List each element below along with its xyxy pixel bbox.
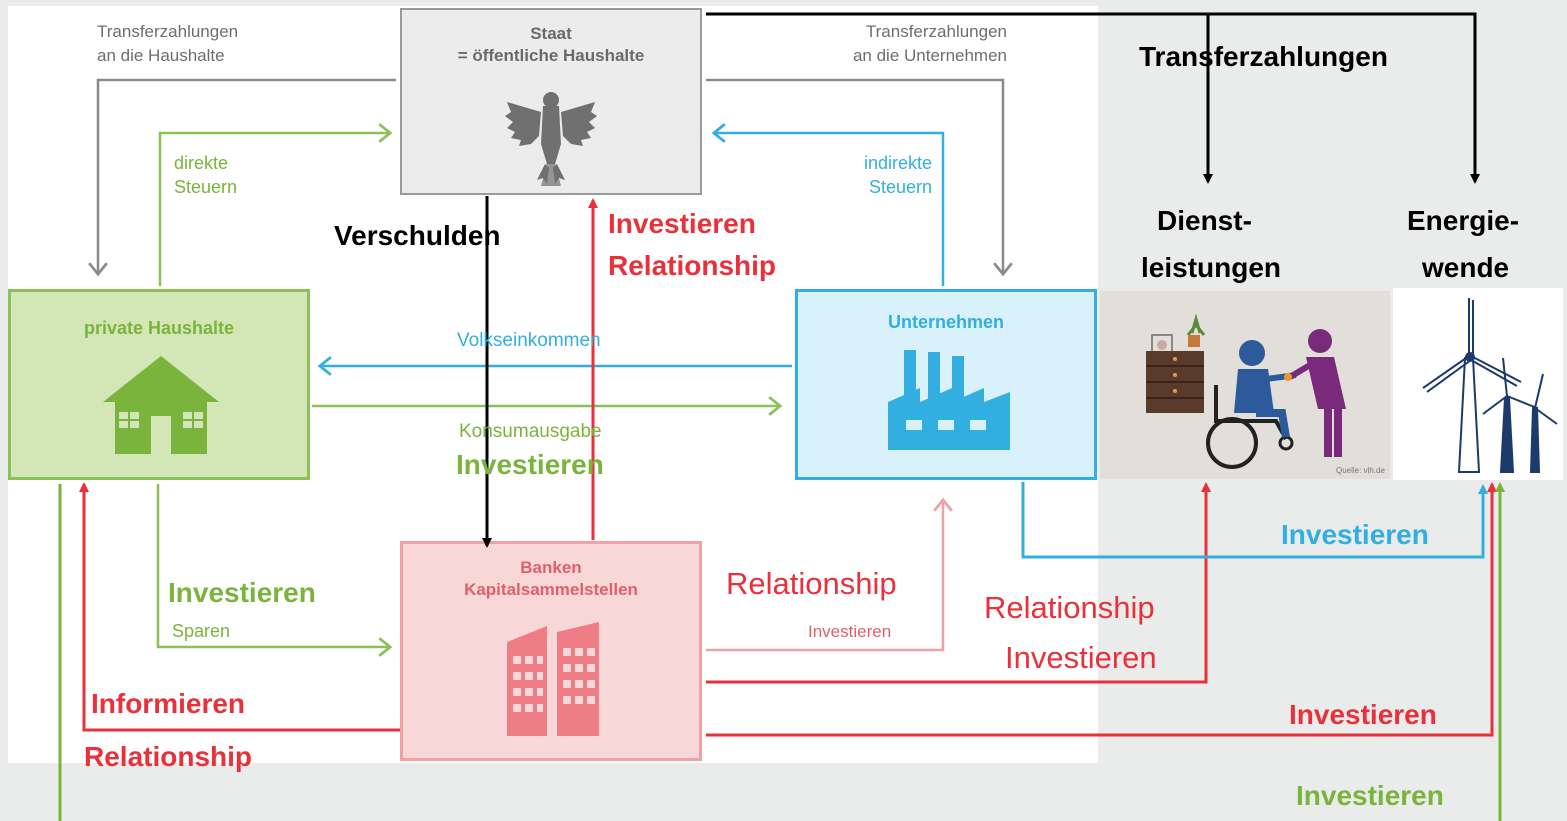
- investieren-dienst-label: Investieren: [1005, 640, 1157, 675]
- arrow-indirekte-steuern: [711, 123, 945, 286]
- wind-turbine-icon: [1422, 298, 1558, 473]
- haushalte-title: private Haushalte: [83, 318, 235, 338]
- indirekte-label-1: indirekte: [863, 153, 932, 173]
- staat-subtitle: = öffentliche Haushalte: [457, 46, 645, 65]
- quelle-label: Quelle: vlh.de: [1336, 466, 1385, 475]
- konsumausgabe-label: Konsumausgabe: [459, 421, 602, 442]
- investieren-green-bottom-label: Investieren: [1296, 780, 1444, 811]
- staat-title: Staat: [530, 24, 572, 43]
- relationship-red-top-label: Relationship: [608, 250, 777, 281]
- investieren-small-label: Investieren: [808, 622, 892, 641]
- arrow-bank-investieren: [706, 497, 953, 652]
- relationship-left-label: Relationship: [84, 741, 253, 772]
- unternehmen-box: Unternehmen: [795, 289, 1097, 480]
- transfer-haushalte-label-2: an die Haushalte: [97, 46, 225, 65]
- transfer-unternehmen-label-1: Transferzahlungen: [865, 22, 1007, 41]
- investieren-cyan-label: Investieren: [1281, 519, 1429, 550]
- direkte-label-1: direkte: [174, 153, 229, 173]
- energie-label-1: Energie-: [1407, 205, 1520, 236]
- banken-box: Banken Kapitalsammelstellen: [400, 541, 702, 761]
- arrow-bank-dienst: [706, 482, 1211, 684]
- dienstleistungen-image: Quelle: vlh.de: [1100, 291, 1390, 479]
- investieren-green-mid-label: Investieren: [456, 449, 604, 480]
- arrow-direkte-steuern: [158, 123, 393, 286]
- care-illustration: Quelle: vlh.de: [1146, 313, 1385, 475]
- informieren-label: Informieren: [91, 688, 246, 719]
- sparen-label: Sparen: [172, 621, 231, 641]
- private-haushalte-box: private Haushalte: [8, 289, 310, 480]
- dienst-label-1: Dienst-: [1157, 205, 1252, 236]
- indirekte-label-2: Steuern: [868, 177, 932, 197]
- banken-subtitle: Kapitalsammelstellen: [464, 580, 638, 599]
- arrow-sparen: [156, 484, 393, 657]
- arrow-bank-energie: [706, 482, 1497, 737]
- arrow-transfer-haushalte: [88, 78, 396, 277]
- staat-box: Staat = öffentliche Haushalte: [400, 8, 702, 195]
- house-icon: [103, 356, 219, 454]
- arrow-unternehmen-energie: [1021, 482, 1488, 559]
- investieren-green-left-label: Investieren: [168, 577, 316, 608]
- verschulden-label: Verschulden: [334, 220, 501, 251]
- energiewende-image: [1393, 288, 1563, 480]
- unternehmen-title: Unternehmen: [887, 312, 1004, 332]
- eagle-icon: [505, 92, 597, 186]
- transfer-unternehmen-label-2: an die Unternehmen: [852, 46, 1007, 65]
- investieren-red-bottom-label: Investieren: [1289, 699, 1437, 730]
- arrow-informieren: [79, 482, 400, 732]
- banken-title: Banken: [520, 558, 582, 577]
- factory-icon: [888, 350, 1010, 450]
- relationship-bank-right-label: Relationship: [726, 566, 897, 601]
- arrow-transfer-unternehmen: [706, 78, 1013, 277]
- relationship-dienst-label: Relationship: [984, 590, 1155, 625]
- transfer-haushalte-label-1: Transferzahlungen: [97, 22, 239, 41]
- dienst-label-2: leistungen: [1141, 252, 1282, 283]
- investieren-red-top-label: Investieren: [608, 208, 756, 239]
- arrow-transfer-top: [706, 12, 1480, 184]
- transferzahlungen-big-label: Transferzahlungen: [1139, 41, 1388, 72]
- volkseinkommen-label: Volkseinkommen: [457, 330, 601, 351]
- bank-building-icon: [507, 622, 599, 736]
- energie-label-2: wende: [1422, 252, 1510, 283]
- direkte-label-2: Steuern: [174, 177, 238, 197]
